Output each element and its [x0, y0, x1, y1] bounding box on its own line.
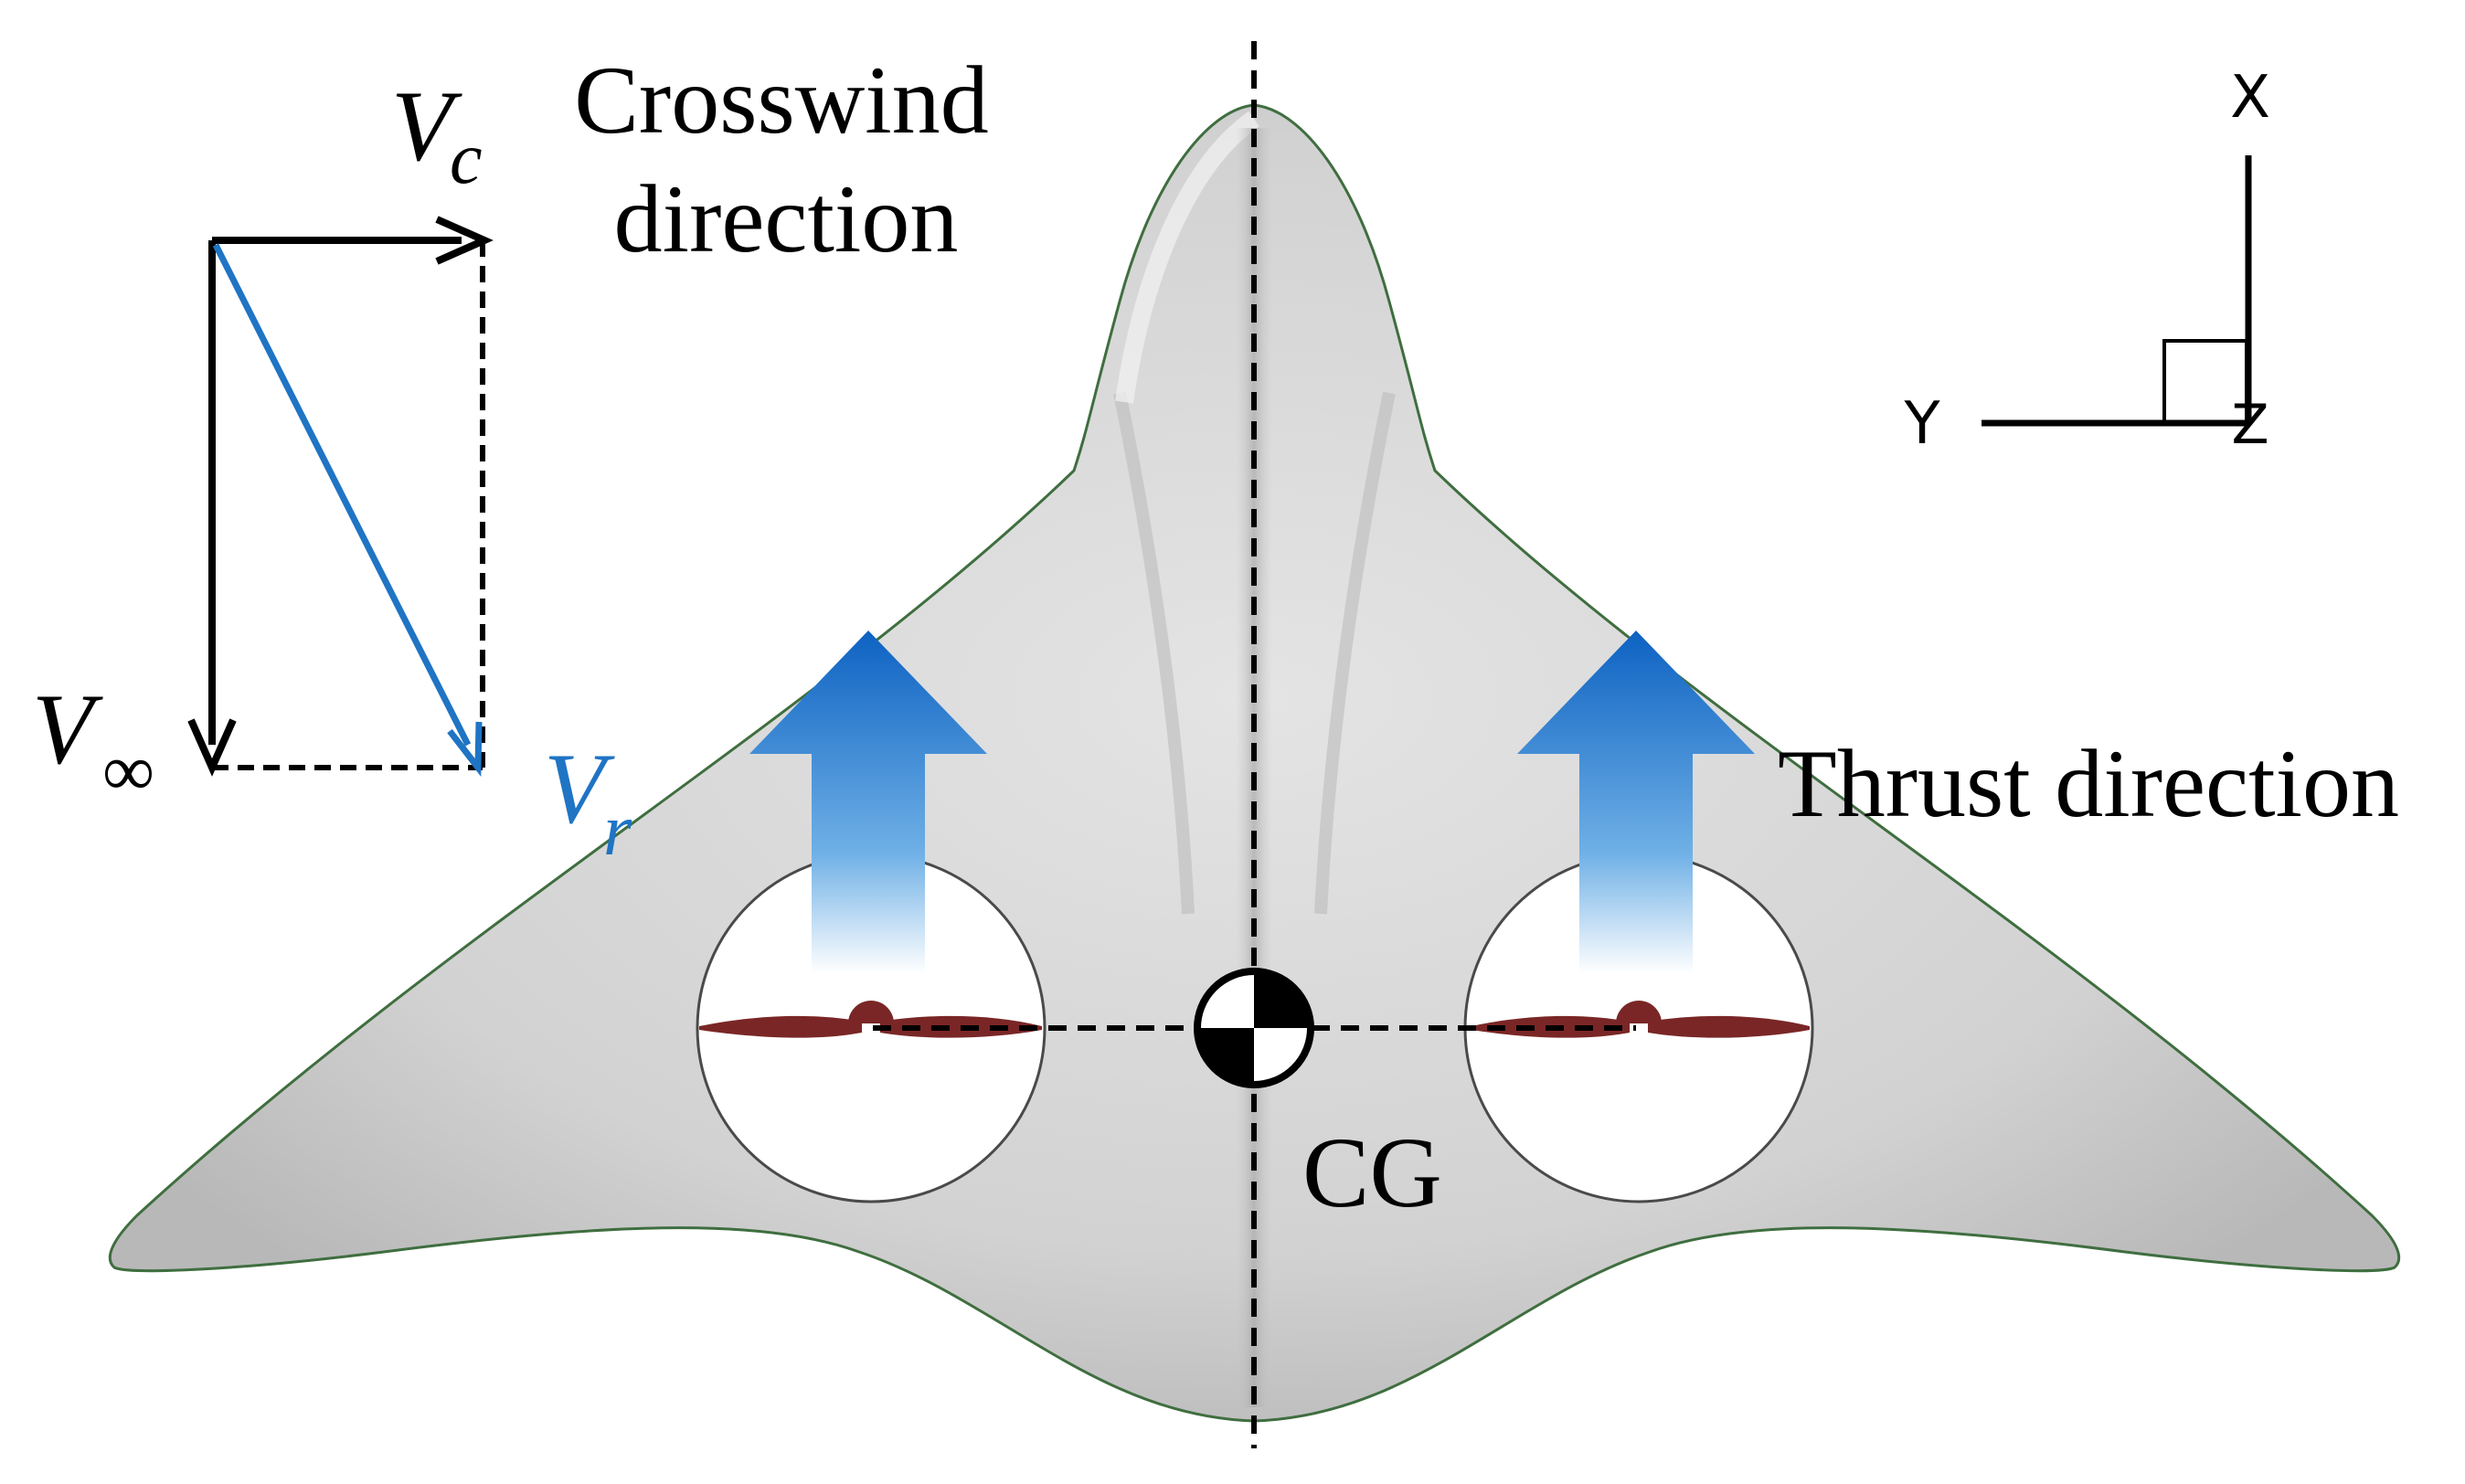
v-r-main: V: [544, 733, 615, 844]
cg-marker: [1194, 968, 1314, 1088]
v-inf-main: V: [32, 673, 103, 785]
axis-corner-box: [2162, 339, 2248, 425]
crosswind-label-line1: Crosswind: [574, 47, 989, 154]
coordinate-axes: X Y Z: [1903, 64, 2269, 458]
cg-label: CG: [1302, 1117, 1442, 1228]
velocity-triangle: [187, 216, 494, 777]
v-inf-sub: ∞: [102, 731, 154, 811]
thrust-direction-label: Thrust direction: [1778, 730, 2399, 837]
v-r-arrowhead: [447, 721, 483, 777]
v-r-sub: r: [603, 790, 632, 871]
body-shading-nose: [1115, 111, 1259, 404]
x-axis-label: X: [2230, 64, 2270, 132]
v-c-main: V: [391, 70, 462, 182]
y-axis-label: Y: [1903, 390, 1940, 458]
v-c-sub: c: [450, 119, 483, 199]
body-shading-right: [1314, 391, 1396, 915]
crosswind-label-line2: direction: [614, 165, 959, 272]
left-thrust-arrow: [749, 631, 987, 973]
v-inf-label: V ∞: [32, 673, 154, 811]
body-shading-left: [1113, 391, 1195, 915]
right-thrust-arrow: [1517, 631, 1755, 973]
v-r-label: V r: [544, 733, 632, 871]
v-r-vector: [212, 243, 472, 747]
v-c-label: V c: [391, 70, 483, 199]
z-axis-label: Z: [2231, 393, 2268, 457]
